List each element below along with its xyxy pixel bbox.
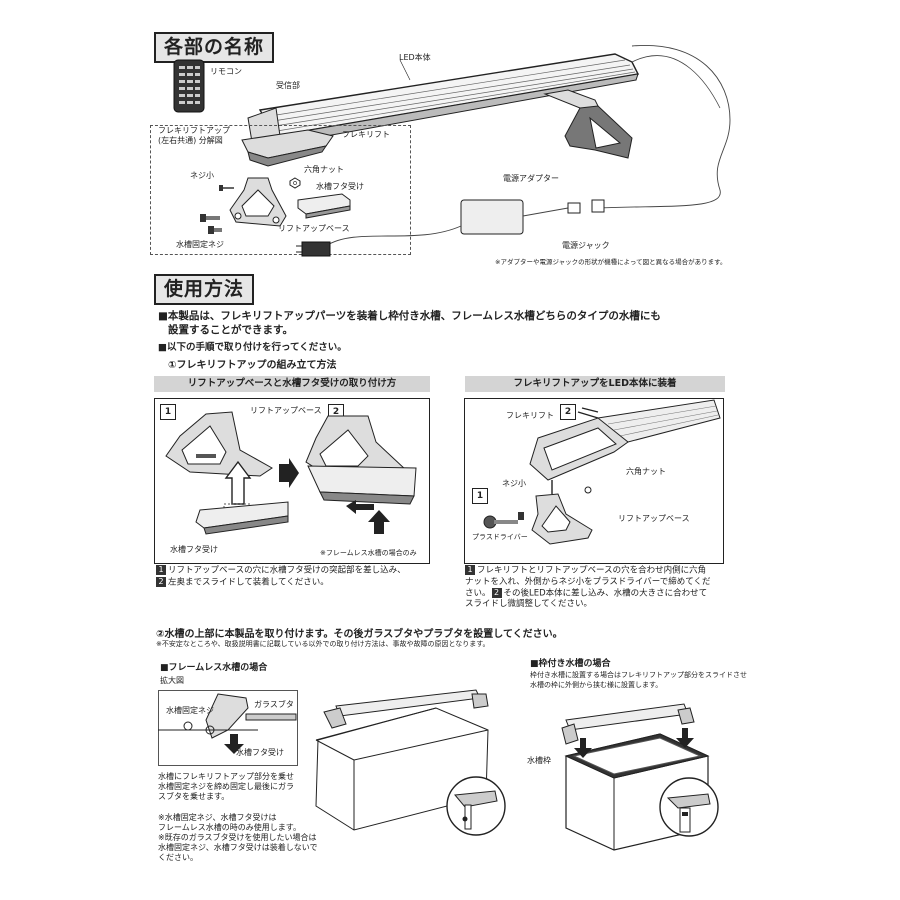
- zoom-label-screw: 水槽固定ネジ: [166, 706, 214, 715]
- zoom-illustration: [158, 693, 297, 754]
- zoom-label-glass: ガラスブタ: [254, 700, 294, 709]
- hex-nut-icon: [289, 177, 301, 189]
- zoom-label-lid-holder: 水槽フタ受け: [236, 748, 284, 757]
- right-label-screw: ネジ小: [502, 479, 526, 488]
- adapter-illustration: [296, 199, 605, 257]
- label-small-screw: ネジ小: [190, 171, 214, 180]
- tank-screw-icon: [200, 214, 222, 234]
- flexi-lift-illustration: [241, 129, 334, 167]
- step2-note: ※不安定なところや、取扱説明書に記載している以外での取り付け方法は、事故や故障の…: [156, 640, 490, 648]
- right-clip-illustration: [543, 89, 633, 159]
- usage-line2: ■以下の手順で取り付けを行ってください。: [158, 342, 347, 353]
- label-hex-nut: 六角ナット: [304, 165, 344, 174]
- right-label-driver: プラスドライバー: [472, 533, 528, 541]
- label-led-body: LED本体: [399, 53, 431, 62]
- left-frameless-note: ※フレームレス水槽の場合のみ: [320, 549, 417, 557]
- label-adapter: 電源アダプター: [503, 174, 559, 183]
- framed-detail-circle: [659, 777, 719, 837]
- step2-title: ②水槽の上部に本製品を取り付けます。その後ガラスブタやプラブタを設置してください…: [156, 629, 563, 640]
- label-flexi-lift: フレキリフト: [342, 130, 390, 139]
- left-step2-illustration: [305, 415, 417, 534]
- frameless-detail-circle: [446, 776, 506, 836]
- label-remote: リモコン: [210, 67, 242, 76]
- usage-line1b: 設置することができます。: [168, 324, 293, 336]
- left-step1-illustration: [165, 411, 289, 535]
- label-tank-screw: 水槽固定ネジ: [176, 240, 224, 249]
- section-title-parts: 各部の名称: [154, 32, 275, 63]
- zoom-box: [158, 690, 298, 766]
- led-body-illustration: [247, 53, 721, 145]
- right-panel-bar: フレキリフトアップをLED本体に装着: [465, 376, 725, 392]
- right-step-2: 2: [560, 404, 576, 420]
- label-lid-holder-1: 水槽フタ受け: [316, 182, 364, 191]
- right-arrow-icon: [279, 458, 299, 488]
- frameless-zoom: 拡大図: [160, 676, 184, 685]
- small-screw-icon: [219, 185, 234, 191]
- section1-note: ※アダプターや電源ジャックの形状が機種によって図と異なる場合があります。: [495, 258, 727, 266]
- left-step-1: 1: [160, 404, 176, 420]
- label-lift-base: リフトアップベース: [278, 224, 350, 233]
- frameless-title: ■フレームレス水槽の場合: [160, 663, 268, 673]
- framed-title: ■枠付き水槽の場合: [530, 659, 611, 669]
- step1-title: ①フレキリフトアップの組み立て方法: [168, 360, 337, 371]
- usage-line1a: ■本製品は、フレキリフトアップパーツを装着し枠付き水槽、フレームレス水槽どちらの…: [158, 310, 661, 322]
- framed-desc1: 枠付き水槽に設置する場合はフレキリフトアップ部分をスライドさせ: [530, 671, 747, 679]
- left-label-lid-holder: 水槽フタ受け: [170, 545, 218, 554]
- label-jack: 電源ジャック: [562, 241, 610, 250]
- right-label-hex-nut: 六角ナット: [626, 467, 666, 476]
- lift-base-illustration: [229, 177, 287, 227]
- frameless-note: ※水槽固定ネジ、水槽フタ受けは フレームレス水槽の時のみ使用します。 ※既存のガ…: [158, 813, 318, 862]
- framed-desc2: 水槽の枠に外側から挟む様に設置します。: [530, 681, 663, 689]
- explode-box: [150, 125, 411, 255]
- section-title-usage: 使用方法: [154, 274, 255, 305]
- label-receiver: 受信部: [276, 81, 300, 90]
- framed-label-frame: 水槽枠: [527, 756, 551, 765]
- right-label-lift-base: リフトアップベース: [618, 514, 690, 523]
- right-label-flexi: フレキリフト: [506, 411, 554, 420]
- remote-illustration: [173, 59, 205, 113]
- lid-holder-illustration: [297, 193, 351, 219]
- power-cable: [599, 44, 731, 209]
- right-panel-illustration: [483, 399, 721, 545]
- left-panel-bar: リフトアップベースと水槽フタ受けの取り付け方: [154, 376, 430, 392]
- right-step-1: 1: [472, 488, 488, 504]
- left-label-lift-base: リフトアップベース: [250, 406, 322, 415]
- label-flexi-explode: フレキリフトアップ (左右共通) 分解図: [158, 126, 230, 146]
- frameless-desc: 水槽にフレキリフトアップ部分を乗せ 水槽固定ネジを締め固定し最後にガラ スブタを…: [158, 772, 294, 801]
